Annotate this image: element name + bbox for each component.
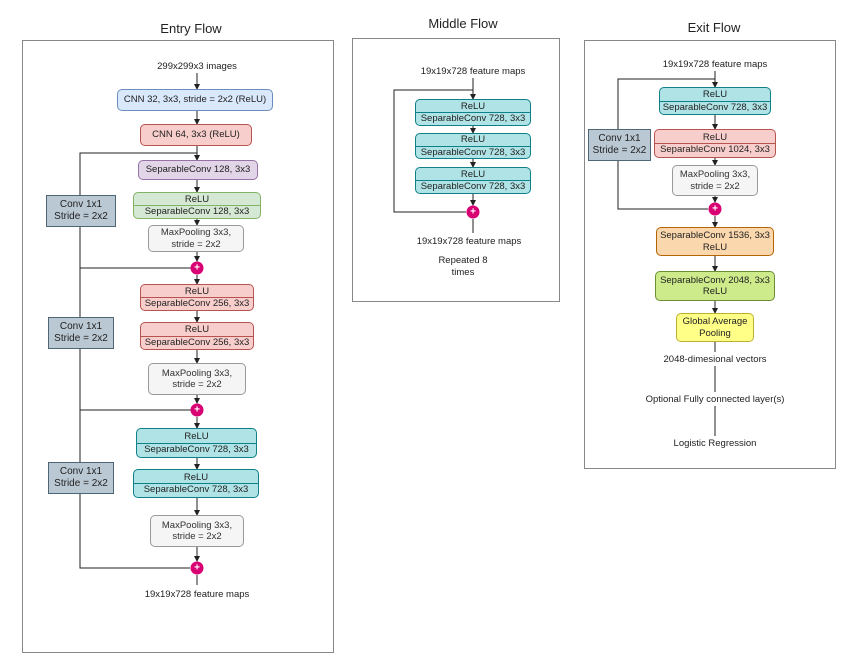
sepconv128b-label: SeparableConv 128, 3x3 [134,205,260,218]
entry-maxpool-1-block: MaxPooling 3x3, stride = 2x2 [148,225,244,252]
exit-flow-title: Exit Flow [687,20,741,35]
relu-label: ReLU [183,471,209,483]
middle-output-label: 19x19x728 feature maps [416,236,522,247]
sepconv128a-label: SeparableConv 128, 3x3 [145,164,251,176]
side-conv-label: Conv 1x1 [59,199,103,210]
side-conv-label: Conv 1x1 [59,321,103,332]
sepconv1024-label: SeparableConv 1024, 3x3 [655,143,775,156]
gap-label-line1: Global Average [682,316,748,327]
side-stride-label: Stride = 2x2 [54,333,108,344]
sepconv728-label: SeparableConv 728, 3x3 [416,180,530,193]
entry-maxpool-3-block: MaxPooling 3x3, stride = 2x2 [150,515,244,547]
repeat-note-line1: Repeated 8 [438,255,488,266]
cnn32-label: CNN 32, 3x3, stride = 2x2 (ReLU) [123,94,267,106]
sepconv256b-label: SeparableConv 256, 3x3 [141,335,253,349]
exit-logreg-label: Logistic Regression [673,438,757,449]
entry-output-label: 19x19x728 feature maps [144,589,250,600]
cnn32-block: CNN 32, 3x3, stride = 2x2 (ReLU) [117,89,273,111]
middle-input-label: 19x19x728 feature maps [420,66,526,77]
middle-relu-sepconv-3: ReLU SeparableConv 728, 3x3 [415,167,531,194]
relu-label: ReLU [184,193,210,205]
middle-relu-sepconv-1: ReLU SeparableConv 728, 3x3 [415,99,531,126]
exit-input-label: 19x19x728 feature maps [662,59,768,70]
cnn64-label: CNN 64, 3x3 (ReLU) [152,129,240,141]
entry-residual-conv-2: Conv 1x1 Stride = 2x2 [48,317,114,349]
cnn64-block: CNN 64, 3x3 (ReLU) [140,124,252,146]
exit-maxpool-block: MaxPooling 3x3, stride = 2x2 [672,165,758,196]
relu-label: ReLU [460,100,486,112]
side-stride-label: Stride = 2x2 [54,478,108,489]
side-conv-label: Conv 1x1 [598,133,641,144]
entry-relu-sepconv256b-block: ReLU SeparableConv 256, 3x3 [140,322,254,350]
relu-label: ReLU [702,131,728,143]
middle-repeat-note: Repeated 8 times [438,255,487,279]
entry-sepconv128a-block: SeparableConv 128, 3x3 [138,160,258,180]
side-stride-label: Stride = 2x2 [592,145,647,156]
entry-input-label: 299x299x3 images [157,61,237,72]
exit-vector-label: 2048-dimesional vectors [663,354,767,365]
entry-relu-sepconv128b-block: ReLU SeparableConv 128, 3x3 [133,192,261,219]
entry-residual-conv-1: Conv 1x1 Stride = 2x2 [46,195,116,227]
middle-relu-sepconv-2: ReLU SeparableConv 728, 3x3 [415,133,531,159]
sepconv728b-label: SeparableConv 728, 3x3 [134,483,258,496]
relu-label: ReLU [702,89,728,100]
repeat-note-line2: times [451,267,475,278]
maxpool-label-line1: MaxPooling 3x3, [160,227,232,238]
side-stride-label: Stride = 2x2 [54,211,108,222]
entry-relu-sepconv728a-block: ReLU SeparableConv 728, 3x3 [136,428,257,458]
entry-relu-sepconv728b-block: ReLU SeparableConv 728, 3x3 [133,469,259,498]
maxpool-label-line1: MaxPooling 3x3, [161,519,233,531]
sepconv728-label: SeparableConv 728, 3x3 [660,100,770,114]
sepconv728-label: SeparableConv 728, 3x3 [416,145,530,159]
exit-fc-label: Optional Fully connected layer(s) [645,394,785,405]
maxpool-label-line2: stride = 2x2 [171,238,221,250]
entry-add-node-2: + [190,403,204,417]
exit-sepconv1536-relu-block: SeparableConv 1536, 3x3 ReLU [656,227,774,256]
exit-residual-conv: Conv 1x1 Stride = 2x2 [588,129,651,161]
relu-label: ReLU [184,431,209,442]
relu-label: ReLU [460,168,486,180]
sepconv728-label: SeparableConv 728, 3x3 [416,112,530,125]
maxpool-label-line2: stride = 2x2 [690,180,740,192]
side-conv-label: Conv 1x1 [59,466,103,477]
exit-sepconv2048-relu-block: SeparableConv 2048, 3x3 ReLU [655,271,775,301]
exit-global-avg-pool-block: Global Average Pooling [676,313,754,342]
maxpool-label-line2: stride = 2x2 [172,531,222,542]
relu-label: ReLU [702,241,728,253]
sepconv256a-label: SeparableConv 256, 3x3 [141,297,253,310]
relu-label: ReLU [184,324,210,335]
relu-label: ReLU [702,286,728,297]
maxpool-label-line1: MaxPooling 3x3, [679,169,751,180]
exit-relu-sepconv728-block: ReLU SeparableConv 728, 3x3 [659,87,771,115]
relu-label: ReLU [460,134,486,145]
entry-residual-conv-3: Conv 1x1 Stride = 2x2 [48,462,114,494]
entry-add-node-3: + [190,561,204,575]
entry-add-node-1: + [190,261,204,275]
entry-relu-sepconv256a-block: ReLU SeparableConv 256, 3x3 [140,284,254,311]
entry-flow-title: Entry Flow [160,21,222,36]
exit-relu-sepconv1024-block: ReLU SeparableConv 1024, 3x3 [654,129,776,158]
relu-label: ReLU [184,285,210,297]
maxpool-label-line2: stride = 2x2 [172,379,222,390]
gap-label-line2: Pooling [699,327,731,339]
middle-flow-title: Middle Flow [428,16,498,31]
sepconv1536-label: SeparableConv 1536, 3x3 [660,230,770,241]
entry-maxpool-2-block: MaxPooling 3x3, stride = 2x2 [148,363,246,395]
middle-add-node: + [466,205,480,219]
exit-add-node: + [708,202,722,216]
maxpool-label-line1: MaxPooling 3x3, [161,367,233,379]
sepconv728a-label: SeparableConv 728, 3x3 [137,442,256,456]
sepconv2048-label: SeparableConv 2048, 3x3 [660,274,770,286]
